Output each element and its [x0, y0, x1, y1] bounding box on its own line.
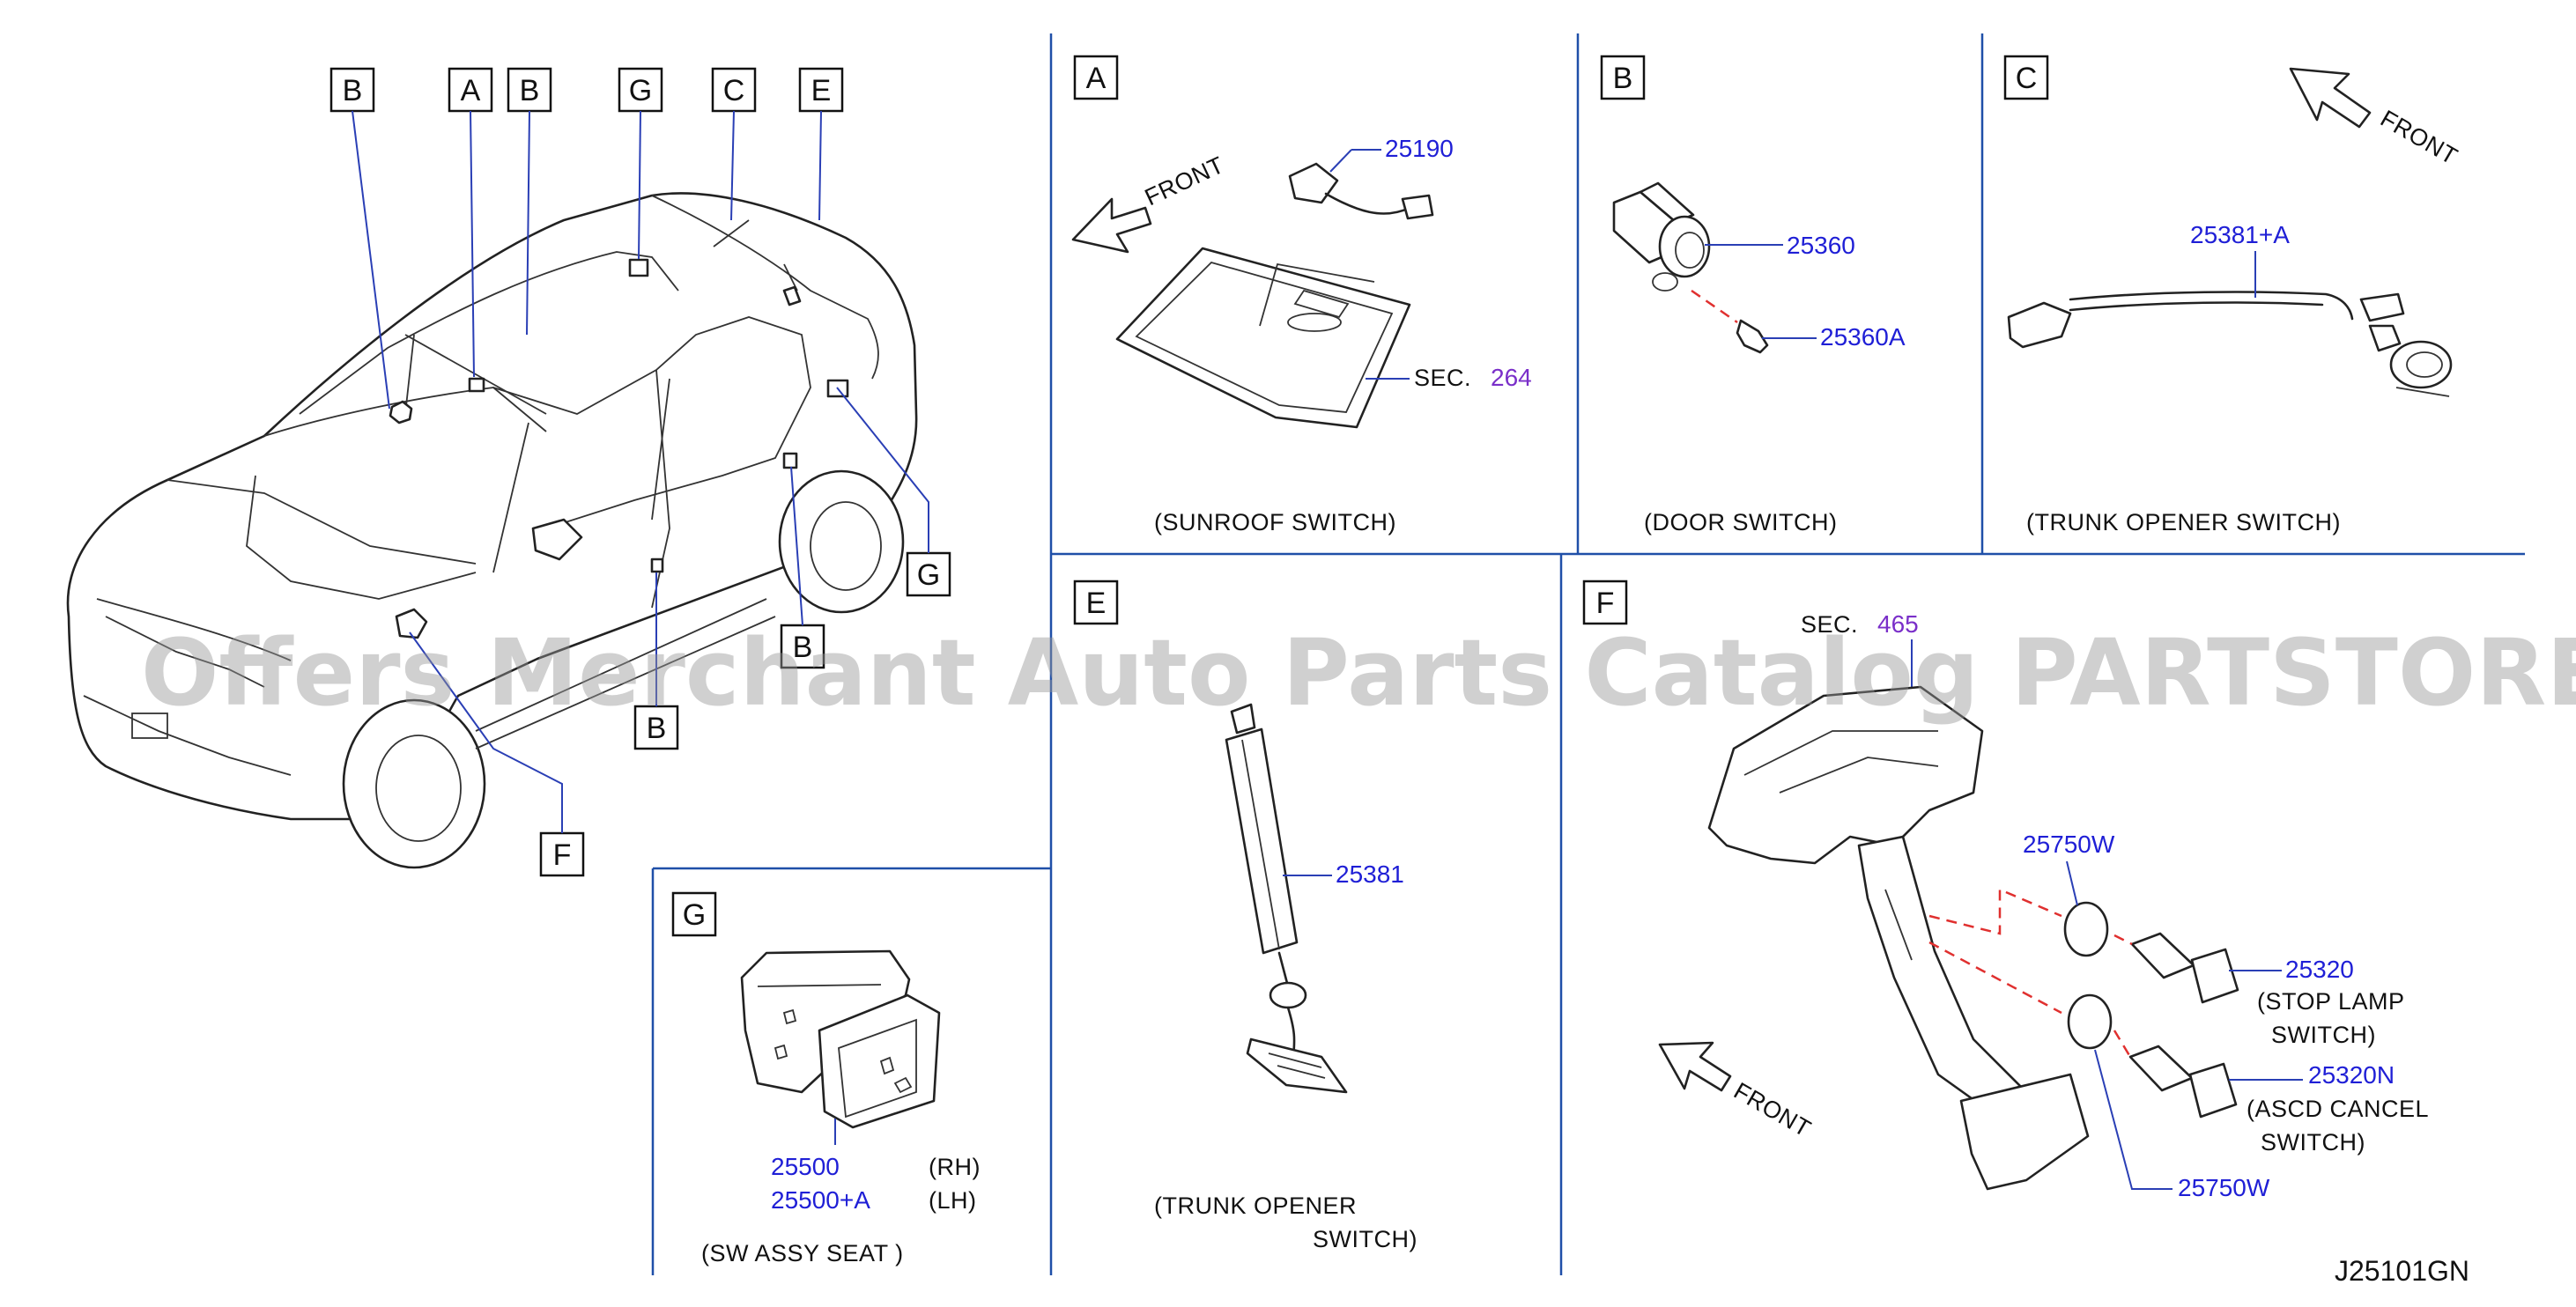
svg-text:F: F: [553, 838, 572, 872]
svg-text:E: E: [1086, 587, 1107, 620]
svg-text:B: B: [647, 712, 667, 745]
overview-callout-b3: B: [780, 466, 825, 669]
svg-text:A: A: [461, 74, 481, 107]
svg-text:G: G: [629, 74, 652, 107]
panel-c: C FRONT 25381+A (TRUNK OPENER SWITCH): [2003, 55, 2462, 535]
svg-text:25381+A: 25381+A: [2190, 221, 2290, 248]
svg-text:(DOOR SWITCH): (DOOR SWITCH): [1644, 509, 1837, 535]
svg-text:F: F: [1596, 587, 1615, 620]
svg-text:SWITCH): SWITCH): [2261, 1129, 2365, 1156]
svg-text:G: G: [917, 558, 940, 592]
svg-text:25500: 25500: [771, 1153, 840, 1180]
overview-callout-e: E: [798, 67, 844, 221]
svg-text:FRONT: FRONT: [1729, 1077, 1816, 1142]
svg-text:C: C: [2016, 62, 2038, 95]
overview-callout-a: A: [448, 67, 493, 378]
svg-text:B: B: [793, 631, 813, 664]
svg-text:SWITCH): SWITCH): [1313, 1226, 1418, 1252]
svg-text:FRONT: FRONT: [2376, 105, 2462, 170]
svg-text:B: B: [1613, 62, 1633, 95]
panel-dividers: [651, 33, 2525, 1275]
svg-text:25750W: 25750W: [2023, 831, 2115, 858]
vehicle-overview: [66, 192, 918, 869]
svg-text:264: 264: [1491, 364, 1532, 391]
panel-a: A FRONT 25190 SEC. 264 (SUNROOF SWITCH): [1071, 55, 1532, 535]
svg-text:B: B: [520, 74, 540, 107]
svg-text:25320N: 25320N: [2308, 1061, 2395, 1089]
svg-text:E: E: [811, 74, 832, 107]
svg-text:FRONT: FRONT: [1141, 151, 1228, 211]
svg-text:25360: 25360: [1787, 232, 1855, 259]
svg-text:25320: 25320: [2285, 956, 2354, 983]
svg-text:SEC.: SEC.: [1801, 611, 1858, 638]
svg-text:SWITCH): SWITCH): [2271, 1022, 2376, 1048]
svg-text:25750W: 25750W: [2178, 1174, 2270, 1201]
overview-callout-b4: B: [633, 572, 679, 750]
overview-callout-b1: B: [329, 67, 390, 410]
watermark: Offers Merchant Auto Parts Catalog PARTS…: [141, 619, 2576, 727]
svg-text:SEC.: SEC.: [1414, 365, 1471, 391]
svg-text:A: A: [1086, 62, 1107, 95]
overview-callout-b2: B: [507, 67, 552, 336]
overview-callout-g2: G: [836, 387, 951, 597]
overview-callout-f: F: [409, 631, 585, 877]
svg-text:(TRUNK OPENER SWITCH): (TRUNK OPENER SWITCH): [2026, 509, 2341, 535]
svg-text:25190: 25190: [1385, 135, 1454, 162]
svg-text:C: C: [723, 74, 745, 107]
svg-text:B: B: [343, 74, 363, 107]
svg-text:(STOP LAMP: (STOP LAMP: [2257, 988, 2405, 1015]
svg-text:(ASCD CANCEL: (ASCD CANCEL: [2247, 1096, 2429, 1122]
svg-text:(LH): (LH): [929, 1187, 977, 1214]
svg-text:465: 465: [1877, 610, 1919, 638]
svg-text:(SW ASSY SEAT ): (SW ASSY SEAT ): [701, 1240, 904, 1266]
svg-text:(SUNROOF SWITCH): (SUNROOF SWITCH): [1154, 509, 1396, 535]
panel-b: B 25360 25360A (DOOR SWITCH): [1600, 55, 1906, 535]
svg-text:G: G: [683, 898, 706, 932]
overview-callout-g1: G: [618, 67, 663, 260]
overview-callout-c: C: [711, 67, 757, 221]
diagram-code: J25101GN: [2335, 1255, 2469, 1287]
panel-g: G 25500 (RH) 25500+A (LH) (SW ASSY SEAT …: [671, 891, 981, 1266]
svg-text:(TRUNK OPENER: (TRUNK OPENER: [1154, 1193, 1357, 1219]
svg-text:25381: 25381: [1336, 860, 1404, 888]
svg-text:25500+A: 25500+A: [771, 1186, 870, 1214]
svg-text:(RH): (RH): [929, 1154, 981, 1180]
panel-e: E 25381 (TRUNK OPENER SWITCH): [1073, 580, 1418, 1252]
svg-text:25360A: 25360A: [1820, 323, 1906, 351]
panel-f: F SEC. 465 FRONT 25750W 25320 (STOP LAMP: [1582, 580, 2429, 1201]
